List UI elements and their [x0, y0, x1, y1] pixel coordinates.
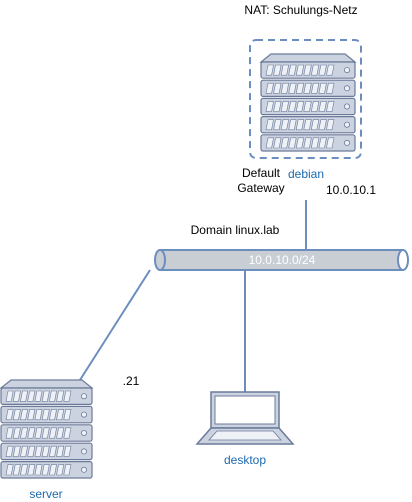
server-ip-label: .21 — [123, 374, 140, 388]
domain-label: Domain linux.lab — [191, 223, 280, 237]
server-icon — [0, 379, 94, 479]
network-label: 10.0.10.0/24 — [249, 253, 316, 267]
nat-boundary — [249, 39, 362, 159]
debian-server-icon — [259, 53, 357, 152]
default-gateway-label-line2: Gateway — [237, 181, 284, 195]
default-gateway-label-line1: Default — [242, 166, 281, 180]
server-label: server — [29, 487, 62, 501]
desktop-label: desktop — [224, 453, 266, 467]
debian-label: debian — [288, 167, 324, 181]
laptop-icon — [195, 391, 295, 445]
server-link — [79, 269, 151, 381]
nat-label: NAT: Schulungs-Netz — [244, 3, 357, 17]
network-bus — [154, 249, 409, 271]
gateway-ip-label: 10.0.10.1 — [326, 183, 376, 197]
